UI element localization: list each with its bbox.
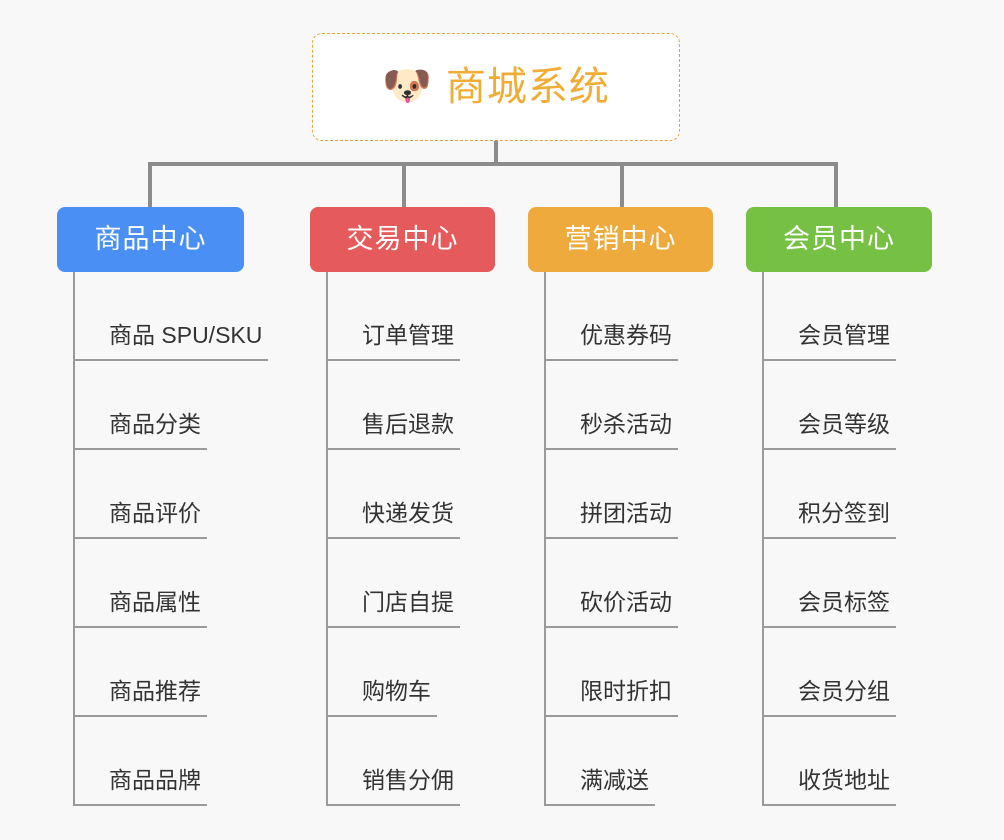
connector-root-stem <box>494 141 498 165</box>
category-box-marketing-center[interactable]: 营销中心 <box>528 207 713 272</box>
connector-drop-member-center <box>834 162 838 208</box>
leaf-label: 满减送 <box>546 769 655 806</box>
leaf-list-member-center: 会员管理 会员等级 积分签到 会员标签 会员分组 收货地址 <box>762 272 941 806</box>
dog-face-icon: 🐶 <box>382 64 432 108</box>
branch-trade-center: 交易中心 订单管理 售后退款 快递发货 门店自提 购物车 销售分佣 <box>310 207 510 806</box>
leaf-list-marketing-center: 优惠券码 秒杀活动 拼团活动 砍价活动 限时折扣 满减送 <box>544 272 723 806</box>
leaf-label: 售后退款 <box>328 413 460 450</box>
leaf-list-product-center: 商品 SPU/SKU 商品分类 商品评价 商品属性 商品推荐 商品品牌 <box>73 272 307 806</box>
leaf-label: 会员标签 <box>764 591 896 628</box>
list-item[interactable]: 砍价活动 <box>546 539 723 628</box>
leaf-label: 积分签到 <box>764 502 896 539</box>
leaf-label: 砍价活动 <box>546 591 678 628</box>
list-item[interactable]: 会员等级 <box>764 361 941 450</box>
leaf-label: 销售分佣 <box>328 769 460 806</box>
leaf-label: 商品品牌 <box>75 769 207 806</box>
category-label: 营销中心 <box>564 224 677 254</box>
list-item[interactable]: 满减送 <box>546 717 723 806</box>
root-node[interactable]: 🐶 商城系统 <box>312 33 680 141</box>
list-item[interactable]: 商品属性 <box>75 539 307 628</box>
leaf-label: 购物车 <box>328 680 437 717</box>
list-item[interactable]: 售后退款 <box>328 361 510 450</box>
leaf-label: 收货地址 <box>764 769 896 806</box>
leaf-label: 优惠券码 <box>546 324 678 361</box>
list-item[interactable]: 会员管理 <box>764 272 941 361</box>
leaf-label: 会员等级 <box>764 413 896 450</box>
list-item[interactable]: 会员分组 <box>764 628 941 717</box>
connector-drop-product-center <box>148 162 152 208</box>
list-item[interactable]: 收货地址 <box>764 717 941 806</box>
leaf-label: 会员分组 <box>764 680 896 717</box>
list-item[interactable]: 限时折扣 <box>546 628 723 717</box>
leaf-label: 会员管理 <box>764 324 896 361</box>
leaf-label: 秒杀活动 <box>546 413 678 450</box>
branch-marketing-center: 营销中心 优惠券码 秒杀活动 拼团活动 砍价活动 限时折扣 满减送 <box>528 207 723 806</box>
list-item[interactable]: 秒杀活动 <box>546 361 723 450</box>
list-item[interactable]: 优惠券码 <box>546 272 723 361</box>
category-box-product-center[interactable]: 商品中心 <box>57 207 244 272</box>
list-item[interactable]: 购物车 <box>328 628 510 717</box>
category-box-trade-center[interactable]: 交易中心 <box>310 207 495 272</box>
branch-product-center: 商品中心 商品 SPU/SKU 商品分类 商品评价 商品属性 商品推荐 商品品牌 <box>57 207 307 806</box>
leaf-label: 商品 SPU/SKU <box>75 324 269 361</box>
leaf-label: 快递发货 <box>328 502 460 539</box>
leaf-label: 商品分类 <box>75 413 207 450</box>
list-item[interactable]: 商品推荐 <box>75 628 307 717</box>
leaf-label: 商品评价 <box>75 502 207 539</box>
list-item[interactable]: 订单管理 <box>328 272 510 361</box>
list-item[interactable]: 会员标签 <box>764 539 941 628</box>
list-item[interactable]: 快递发货 <box>328 450 510 539</box>
category-label: 商品中心 <box>94 224 207 254</box>
connector-drop-marketing-center <box>620 162 624 208</box>
branch-member-center: 会员中心 会员管理 会员等级 积分签到 会员标签 会员分组 收货地址 <box>746 207 941 806</box>
leaf-label: 订单管理 <box>328 324 460 361</box>
list-item[interactable]: 商品分类 <box>75 361 307 450</box>
root-title: 商城系统 <box>445 65 610 109</box>
list-item[interactable]: 商品评价 <box>75 450 307 539</box>
list-item[interactable]: 门店自提 <box>328 539 510 628</box>
connector-drop-trade-center <box>402 162 406 208</box>
category-box-member-center[interactable]: 会员中心 <box>746 207 932 272</box>
leaf-label: 限时折扣 <box>546 680 678 717</box>
connector-horizontal-bus <box>148 162 838 166</box>
list-item[interactable]: 商品 SPU/SKU <box>75 272 307 361</box>
category-label: 交易中心 <box>346 224 459 254</box>
list-item[interactable]: 拼团活动 <box>546 450 723 539</box>
leaf-list-trade-center: 订单管理 售后退款 快递发货 门店自提 购物车 销售分佣 <box>326 272 510 806</box>
category-label: 会员中心 <box>783 224 895 254</box>
leaf-label: 门店自提 <box>328 591 460 628</box>
list-item[interactable]: 商品品牌 <box>75 717 307 806</box>
leaf-label: 商品属性 <box>75 591 207 628</box>
list-item[interactable]: 积分签到 <box>764 450 941 539</box>
leaf-label: 商品推荐 <box>75 680 207 717</box>
list-item[interactable]: 销售分佣 <box>328 717 510 806</box>
leaf-label: 拼团活动 <box>546 502 678 539</box>
